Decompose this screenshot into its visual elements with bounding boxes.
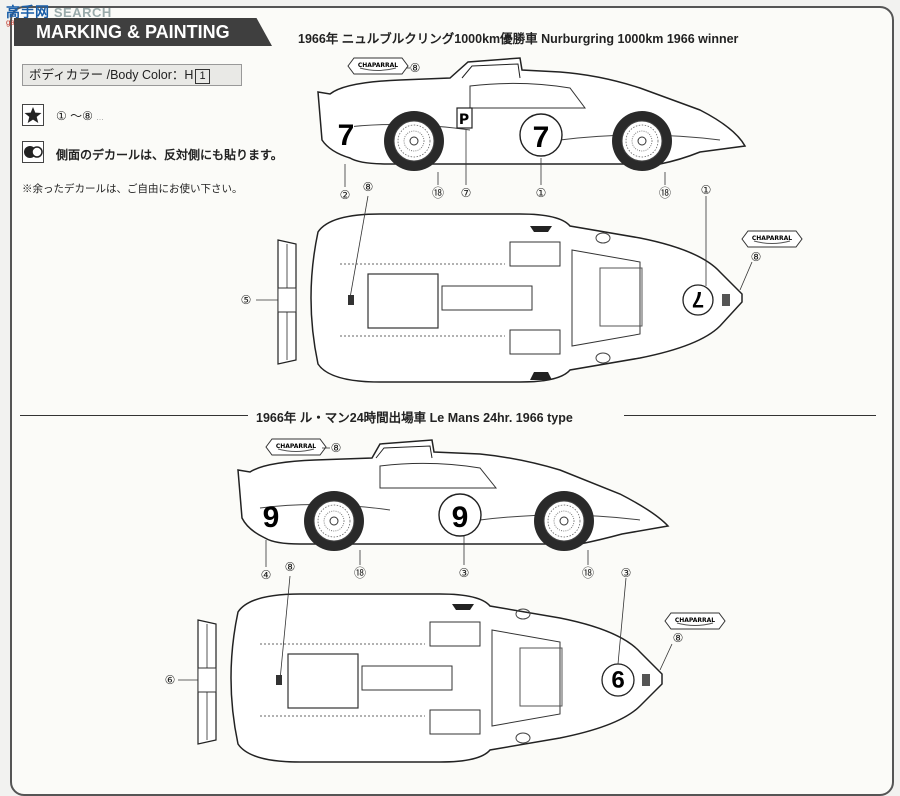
v1-race-number-door: 7	[533, 121, 550, 154]
v2-chaparral-text-side: CHAPARRAL	[276, 443, 316, 450]
v1-callout: ⑧	[410, 61, 421, 75]
v2-callout: ③	[621, 566, 632, 580]
body-color-label: ボディカラー /Body Color：H	[29, 68, 194, 82]
v1-callout: ①	[536, 186, 547, 200]
v1-callout: ⑦	[461, 186, 472, 200]
v2-callout: ③	[459, 566, 470, 580]
v1-callout: ⑱	[432, 186, 444, 200]
v1-callout: ①	[701, 183, 712, 197]
v2-race-number-nose: 9	[263, 501, 280, 534]
v2-callout: ⑱	[582, 566, 594, 580]
v2-chaparral-text-top: CHAPARRAL	[675, 617, 715, 624]
watermark-logo: 高手网 SEARCH	[6, 4, 112, 20]
v2-callout: ⑧	[285, 560, 296, 574]
decal-range-trailing: ...	[96, 112, 104, 122]
v2-side-view	[237, 439, 670, 552]
v2-top-view	[197, 593, 663, 763]
leftover-decal-note: ※余ったデカールは、ご自由にお使い下さい。	[22, 183, 243, 195]
both-sides-icon	[22, 141, 44, 163]
v1-race-number-nose: 7	[338, 119, 355, 152]
v1-top-view	[277, 213, 743, 383]
both-sides-note: 側面のデカールは、反対側にも貼ります。	[56, 148, 283, 162]
v1-callout: ⑤	[241, 293, 252, 307]
v1-chaparral-text-top: CHAPARRAL	[752, 235, 792, 242]
decal-range: ① ～⑧	[56, 109, 93, 123]
v2-callout: ⑥	[165, 673, 176, 687]
v2-callout: ⑧	[331, 441, 342, 455]
v2-race-number-door: 9	[452, 501, 469, 534]
paint-code: 1	[195, 69, 210, 84]
section-header: MARKING & PAINTING	[14, 18, 272, 46]
v1-callout: ⑧	[363, 180, 374, 194]
version-1-title: 1966年 ニュルブルクリング1000km優勝車 Nurburgring 100…	[298, 32, 739, 46]
divider-right	[624, 415, 876, 416]
v2-race-number-top: 9	[611, 665, 624, 692]
decal-star-icon	[22, 104, 44, 126]
v2-callout: ⑧	[673, 631, 684, 645]
v1-race-number-top: 7	[692, 287, 704, 312]
v2-callout: ④	[261, 568, 272, 582]
divider-left	[20, 415, 248, 416]
p-plate: P	[459, 112, 469, 128]
v1-callout: ②	[340, 188, 351, 202]
v1-callout: ⑱	[659, 186, 671, 200]
v1-callout: ⑧	[751, 250, 762, 264]
v1-side-view	[317, 57, 747, 172]
v1-chaparral-text-side: CHAPARRAL	[358, 62, 398, 69]
version-2-title: 1966年 ル・マン24時間出場車 Le Mans 24hr. 1966 typ…	[256, 411, 573, 425]
v2-callout: ⑱	[354, 566, 366, 580]
